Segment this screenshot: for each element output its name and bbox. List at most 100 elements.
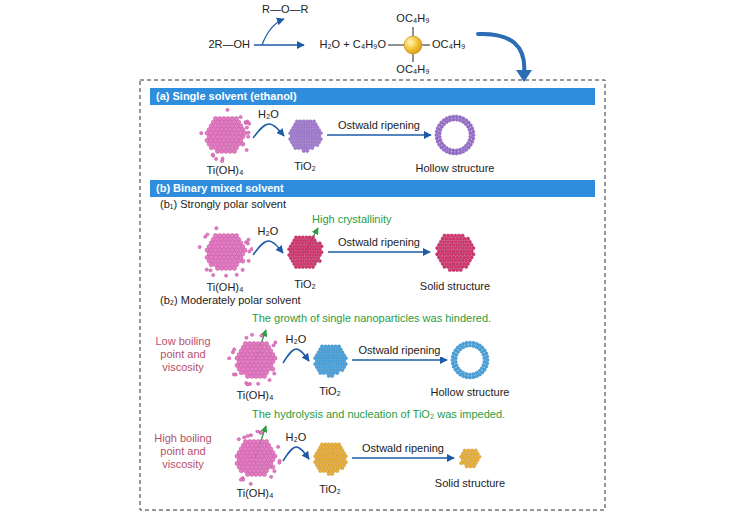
nanoparticle	[468, 373, 471, 376]
nanoparticle	[438, 132, 441, 135]
nanoparticle	[465, 452, 468, 455]
nanoparticle	[448, 243, 451, 246]
nanoparticle	[313, 239, 316, 242]
nanoparticle	[254, 374, 258, 378]
nanoparticle	[317, 449, 320, 452]
nanoparticle	[469, 132, 472, 135]
nanoparticle	[307, 135, 310, 138]
formula-text: R—O—R	[262, 3, 308, 16]
nanoparticle	[331, 345, 334, 348]
nanoparticle	[476, 458, 479, 461]
nanoparticle	[298, 248, 301, 251]
nanoparticle	[289, 138, 292, 141]
particle-node: Ti(OH)₄	[197, 224, 253, 294]
bond-line	[422, 45, 430, 46]
nanoparticle	[332, 360, 335, 363]
nanoparticle	[320, 251, 323, 254]
nanoparticle	[439, 139, 442, 142]
formula-text: 2R—OH	[208, 38, 250, 51]
particle-cluster	[314, 345, 348, 378]
nanoparticle	[311, 236, 314, 239]
nanoparticle	[198, 245, 201, 248]
nanoparticle	[327, 466, 330, 469]
nanoparticle	[454, 240, 457, 243]
nanoparticle	[316, 132, 319, 135]
nanoparticle	[448, 148, 451, 151]
nanoparticle	[336, 463, 339, 466]
nanoparticle	[296, 256, 299, 259]
nanoparticle	[317, 455, 320, 458]
nanoparticle	[318, 254, 321, 257]
nanoparticle	[337, 461, 340, 464]
nanoparticle	[443, 265, 446, 268]
nanoparticle	[320, 351, 323, 354]
nanoparticle	[332, 348, 335, 351]
nanoparticle	[482, 353, 485, 356]
nanoparticle	[291, 248, 294, 251]
nanoparticle	[455, 353, 458, 356]
nanoparticle	[245, 126, 248, 129]
nanoparticle	[309, 143, 312, 146]
nanoparticle	[462, 346, 465, 349]
nanoparticle	[304, 146, 307, 149]
nanoparticle	[329, 463, 332, 466]
nanoparticle	[324, 449, 327, 452]
nanoparticle	[317, 368, 320, 371]
nanoparticle	[478, 344, 481, 347]
ripening-arrow	[352, 359, 447, 361]
bond-line	[413, 27, 414, 36]
nanoparticle	[320, 449, 323, 452]
nanoparticle	[306, 251, 309, 254]
nanoparticle	[465, 376, 468, 379]
nanoparticle	[440, 142, 443, 145]
nanoparticle	[308, 254, 311, 257]
nanoparticle	[446, 259, 449, 262]
nanoparticle	[205, 268, 208, 271]
nanoparticle	[324, 357, 327, 360]
nanoparticle	[472, 341, 475, 344]
nanoparticle	[443, 240, 446, 243]
annotation-text: High crystallinity	[312, 213, 391, 226]
nanoparticle	[215, 227, 218, 230]
nanoparticle	[336, 365, 339, 368]
nanoparticle	[337, 351, 340, 354]
nanoparticle	[301, 129, 304, 132]
nanoparticle	[315, 254, 318, 257]
nanoparticle	[470, 243, 473, 246]
nanoparticle	[455, 243, 458, 246]
nanoparticle	[277, 445, 280, 448]
nanoparticle	[254, 472, 258, 476]
nanoparticle	[298, 259, 301, 262]
nanoparticle	[322, 365, 325, 368]
nanoparticle	[237, 438, 240, 441]
nanoparticle	[256, 430, 259, 433]
nanoparticle	[469, 452, 472, 455]
nanoparticle	[445, 237, 448, 240]
nanoparticle	[326, 365, 329, 368]
nanoparticle	[463, 455, 466, 458]
nanoparticle	[245, 336, 248, 339]
nanoparticle	[483, 357, 486, 360]
nanoparticle	[341, 363, 344, 366]
nanoparticle	[320, 363, 323, 366]
edge-label: H₂O	[284, 333, 309, 346]
nanoparticle	[308, 248, 311, 251]
particle-node: Hollow structure	[416, 109, 495, 175]
nanoparticle	[445, 117, 448, 120]
nanoparticle	[468, 341, 471, 344]
nanoparticle	[465, 148, 468, 151]
nanoparticle	[311, 140, 314, 143]
nanoparticle	[249, 434, 252, 437]
particle-shape	[281, 111, 329, 159]
nanoparticle	[297, 135, 300, 138]
nanoparticle	[464, 253, 467, 256]
nanoparticle	[441, 243, 444, 246]
nanoparticle	[292, 138, 295, 141]
nanoparticle	[295, 120, 298, 123]
nanoparticle	[305, 259, 308, 262]
nanoparticle	[209, 269, 212, 272]
edge-label: H₂O	[256, 108, 281, 121]
nanoparticle	[319, 371, 322, 374]
nanoparticle	[326, 360, 329, 363]
nanoparticle	[327, 472, 330, 475]
